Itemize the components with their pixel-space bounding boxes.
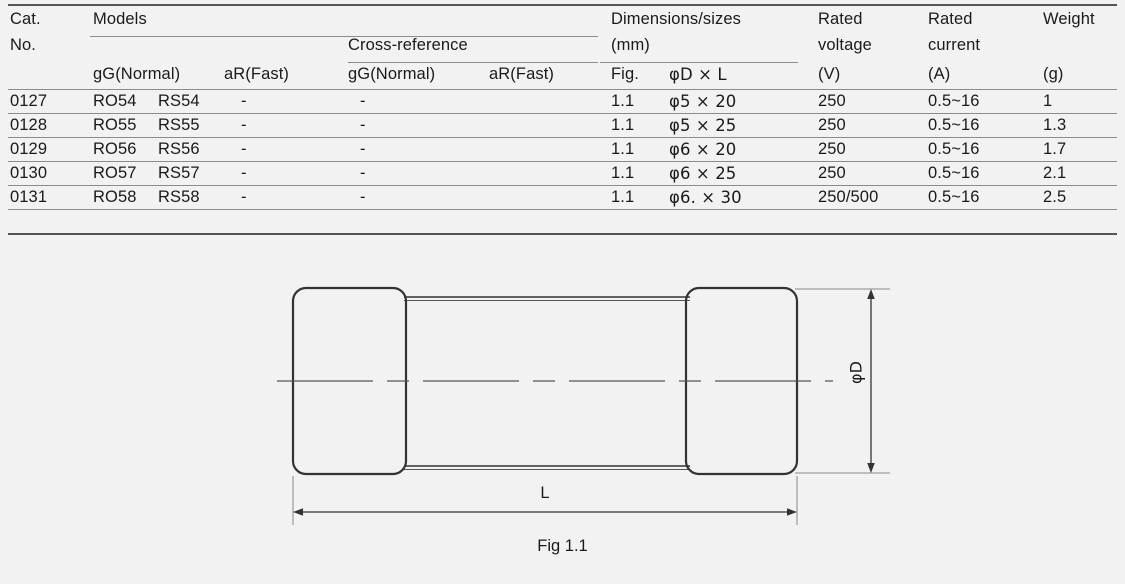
row-rule-3 <box>8 161 1117 162</box>
cell-diameter-length: φ6 × 25 <box>669 164 737 183</box>
length-arrow-right <box>787 508 797 516</box>
cell-rated-current: 0.5~16 <box>928 140 980 158</box>
cell-xref-ar: - <box>360 92 366 110</box>
cell-rated-current: 0.5~16 <box>928 164 980 182</box>
header-weight-unit: (g) <box>1043 65 1064 83</box>
table-top-border <box>8 4 1117 6</box>
header-xref-gg: gG(Normal) <box>348 65 436 83</box>
length-label: L <box>540 484 550 502</box>
cell-rated-current: 0.5~16 <box>928 92 980 110</box>
cell-rated-voltage: 250 <box>818 140 846 158</box>
cell-rated-voltage: 250 <box>818 164 846 182</box>
cell-rated-voltage: 250 <box>818 116 846 134</box>
cell-xref-ar: - <box>360 140 366 158</box>
cell-rated-current: 0.5~16 <box>928 116 980 134</box>
cell-models-gg: RO56 <box>93 140 137 158</box>
cell-diameter-length: φ6 × 20 <box>669 140 737 159</box>
cell-rated-voltage: 250 <box>818 92 846 110</box>
cell-fig: 1.1 <box>611 188 635 206</box>
diameter-label: φD <box>846 361 866 384</box>
cell-cat-no: 0130 <box>10 164 48 182</box>
cell-models-gg: RO54 <box>93 92 137 110</box>
header-cat-no-line1: Cat. <box>10 10 41 28</box>
cell-xref-gg: - <box>241 140 247 158</box>
cell-diameter-length: φ5 × 25 <box>669 116 737 135</box>
cell-xref-gg: - <box>241 188 247 206</box>
header-fig: Fig. <box>611 65 639 83</box>
cell-fig: 1.1 <box>611 140 635 158</box>
header-cat-no-line2: No. <box>10 36 36 54</box>
header-models-ar: aR(Fast) <box>224 65 289 83</box>
cell-weight: 2.5 <box>1043 188 1067 206</box>
header-rated-voltage-unit: (V) <box>818 65 841 83</box>
cell-diameter-length: φ5 × 20 <box>669 92 737 111</box>
diameter-arrow-top <box>867 289 875 299</box>
cell-weight: 1 <box>1043 92 1053 110</box>
figure-caption: Fig 1.1 <box>537 537 588 555</box>
cell-cat-no: 0129 <box>10 140 48 158</box>
cell-xref-ar: - <box>360 188 366 206</box>
cell-xref-ar: - <box>360 116 366 134</box>
row-rule-1 <box>8 113 1117 114</box>
cell-models-ar: RS54 <box>158 92 200 110</box>
cell-cat-no: 0131 <box>10 188 48 206</box>
cell-fig: 1.1 <box>611 164 635 182</box>
header-xref-ar: aR(Fast) <box>489 65 554 83</box>
cell-models-ar: RS56 <box>158 140 200 158</box>
row-rule-2 <box>8 137 1117 138</box>
header-rated-voltage-line1: Rated <box>818 10 863 28</box>
header-models-gg: gG(Normal) <box>93 65 181 83</box>
header-diameter-length: φD × L <box>669 65 727 84</box>
cell-cat-no: 0128 <box>10 116 48 134</box>
row-rule-4 <box>8 185 1117 186</box>
header-rated-voltage-line2: voltage <box>818 36 872 54</box>
cell-xref-gg: - <box>241 164 247 182</box>
cell-weight: 1.3 <box>1043 116 1067 134</box>
fuse-body <box>404 296 690 471</box>
header-bottom-rule <box>8 89 1117 90</box>
row-rule-5 <box>8 209 1117 210</box>
header-cross-reference: Cross-reference <box>348 36 468 54</box>
cell-weight: 1.7 <box>1043 140 1067 158</box>
header-dimensions-line1: Dimensions/sizes <box>611 10 741 28</box>
cell-rated-voltage: 250/500 <box>818 188 879 206</box>
cell-models-gg: RO58 <box>93 188 137 206</box>
length-arrow-left <box>293 508 303 516</box>
cell-models-ar: RS57 <box>158 164 200 182</box>
cell-weight: 2.1 <box>1043 164 1067 182</box>
cell-fig: 1.1 <box>611 116 635 134</box>
dimensions-group-rule <box>600 62 798 63</box>
cell-xref-ar: - <box>360 164 366 182</box>
table-bottom-border <box>8 233 1117 235</box>
header-rated-current-line1: Rated <box>928 10 973 28</box>
models-group-rule <box>90 36 598 37</box>
cell-models-gg: RO57 <box>93 164 137 182</box>
cell-xref-gg: - <box>241 92 247 110</box>
cell-xref-gg: - <box>241 116 247 134</box>
cross-reference-group-rule <box>348 62 598 63</box>
header-dimensions-line2: (mm) <box>611 36 650 54</box>
cell-models-gg: RO55 <box>93 116 137 134</box>
fuse-right-end-cap <box>684 286 799 476</box>
cell-rated-current: 0.5~16 <box>928 188 980 206</box>
cell-diameter-length: φ6. × 30 <box>669 188 742 207</box>
cell-models-ar: RS58 <box>158 188 200 206</box>
cell-models-ar: RS55 <box>158 116 200 134</box>
header-weight-line1: Weight <box>1043 10 1095 28</box>
cell-fig: 1.1 <box>611 92 635 110</box>
header-models: Models <box>93 10 147 28</box>
cell-cat-no: 0127 <box>10 92 48 110</box>
fuse-left-end-cap <box>291 286 408 476</box>
header-rated-current-unit: (A) <box>928 65 951 83</box>
specification-table: Cat. No. Models Cross-reference gG(Norma… <box>0 0 1125 240</box>
diameter-arrow-bottom <box>867 463 875 473</box>
header-rated-current-line2: current <box>928 36 981 54</box>
